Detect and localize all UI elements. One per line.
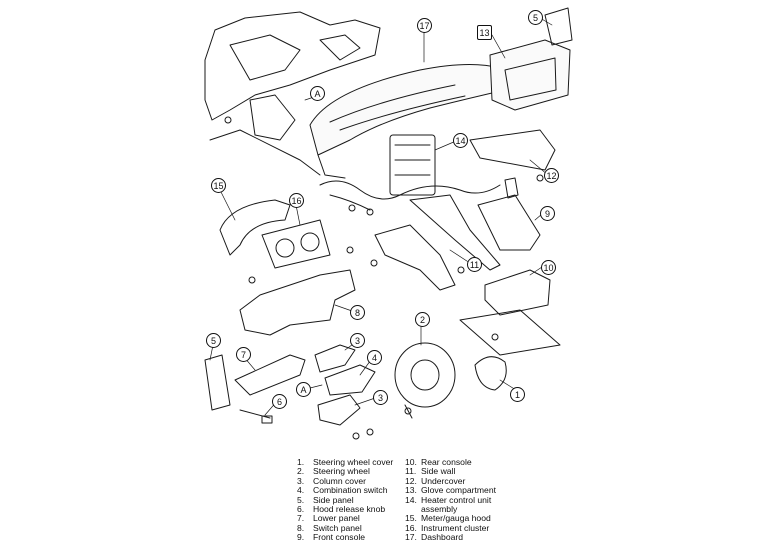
parts-legend-right: 10. Rear console 11. Side wall 12. Undercov… xyxy=(405,457,496,543)
legend-label: Side wall xyxy=(421,466,456,477)
callout-3-bottom: 3 xyxy=(373,390,388,405)
callout-3-top: 3 xyxy=(350,333,365,348)
legend-number: 7. xyxy=(297,513,305,524)
legend-label: Glove compartment xyxy=(421,485,496,496)
legend-item: 8. Switch panel xyxy=(297,522,393,533)
callout-13: 13 xyxy=(477,25,492,40)
legend-number: 10. xyxy=(405,457,417,467)
legend-label: Steering wheel xyxy=(313,466,370,477)
dashboard-drawing xyxy=(309,63,506,179)
callout-16: 16 xyxy=(289,193,304,208)
switch-panel-drawing xyxy=(239,269,356,336)
legend-number: 13. xyxy=(405,485,417,496)
steering-wheel-cover-drawing xyxy=(474,356,507,391)
floor-drawing xyxy=(459,309,561,356)
steering-wheel-drawing xyxy=(394,342,456,419)
legend-number: 15. xyxy=(405,513,417,524)
rear-console-drawing xyxy=(484,269,551,316)
callout-5-left: 5 xyxy=(206,333,221,348)
legend-number: 2. xyxy=(297,466,305,477)
legend-label: Undercover xyxy=(421,475,466,486)
callout-15: 15 xyxy=(211,178,226,193)
legend-number: 6. xyxy=(297,504,305,515)
fasteners xyxy=(224,116,544,440)
legend-item: 1. Steering wheel cover xyxy=(297,457,394,467)
legend-number: 4. xyxy=(297,485,305,496)
callout-14: 14 xyxy=(453,133,468,148)
legend-label: Heater control unit xyxy=(421,494,492,505)
legend-label: Instrument cluster xyxy=(421,522,490,533)
legend-label: assembly xyxy=(421,504,458,515)
callout-10: 10 xyxy=(541,260,556,275)
legend-item: 3. Column cover xyxy=(297,475,393,486)
legend-label: Rear console xyxy=(421,457,472,467)
combination-switch-drawing xyxy=(324,364,376,396)
callout-6: 6 xyxy=(272,394,287,409)
legend-label: Side panel xyxy=(313,494,354,505)
legend-label: Hood release knob xyxy=(313,504,386,515)
legend-label: Column cover xyxy=(313,475,367,486)
dashboard-exploded-diagram xyxy=(204,7,573,440)
legend-number: 3. xyxy=(297,475,305,486)
callout-7: 7 xyxy=(236,347,251,362)
legend-item: 16. Instrument cluster xyxy=(405,522,496,533)
legend-item: 10. Rear console xyxy=(405,457,496,467)
parts-legend-left: 1. Steering wheel cover 2. Steering wheel … xyxy=(297,457,394,543)
callout-2: 2 xyxy=(415,312,430,327)
legend-label: Steering wheel cover xyxy=(313,457,394,467)
front-console-drawing xyxy=(477,177,541,251)
meter-hood-drawing xyxy=(219,199,291,256)
legend-item: 12. Undercover xyxy=(405,475,496,486)
legend-label: Meter/gauga hood xyxy=(421,513,491,524)
legend-number: 5. xyxy=(297,494,305,505)
legend-label: Combination switch xyxy=(313,485,388,496)
legend-number: 11. xyxy=(405,466,417,477)
legend-number: 14. xyxy=(405,494,417,505)
instrument-cluster-drawing xyxy=(261,219,331,269)
legend-number: 8. xyxy=(297,522,305,533)
legend-item: 14. Heater control unit xyxy=(405,494,496,505)
legend-item: 7. Lower panel xyxy=(297,513,393,524)
callout-1: 1 xyxy=(510,387,525,402)
legend-label: Lower panel xyxy=(313,513,360,524)
legend-item: 15. Meter/gauga hood xyxy=(405,513,496,524)
callout-5-top: 5 xyxy=(528,10,543,25)
callout-9: 9 xyxy=(540,206,555,221)
legend-number: 1. xyxy=(297,457,305,467)
callout-8: 8 xyxy=(350,305,365,320)
glove-compartment-drawing xyxy=(489,7,573,111)
callout-17: 17 xyxy=(417,18,432,33)
heater-control-drawing xyxy=(389,129,556,196)
body-frame-drawing xyxy=(204,11,381,176)
callout-A-top: A xyxy=(310,86,325,101)
legend-item: 4. Combination switch xyxy=(297,485,393,496)
legend-item: 5. Side panel xyxy=(297,494,393,505)
side-panel-drawing xyxy=(204,354,231,411)
legend-item: assembly xyxy=(405,504,496,515)
column-cover-drawing xyxy=(314,344,361,426)
callout-11: 11 xyxy=(467,257,482,272)
legend-label: Switch panel xyxy=(313,522,362,533)
wiring-harness-drawing xyxy=(319,180,501,211)
legend-item: 13. Glove compartment xyxy=(405,485,496,496)
callout-4: 4 xyxy=(367,350,382,365)
side-wall-drawing xyxy=(374,194,501,291)
lower-panel-drawing xyxy=(234,354,306,424)
legend-number: 16. xyxy=(405,522,417,533)
legend-item: 2. Steering wheel xyxy=(297,466,393,477)
legend-number: 12. xyxy=(405,475,417,486)
legend-item: 6. Hood release knob xyxy=(297,504,393,515)
legend-item: 11. Side wall xyxy=(405,466,496,477)
callout-A-lower: A xyxy=(296,382,311,397)
callout-12: 12 xyxy=(544,168,559,183)
